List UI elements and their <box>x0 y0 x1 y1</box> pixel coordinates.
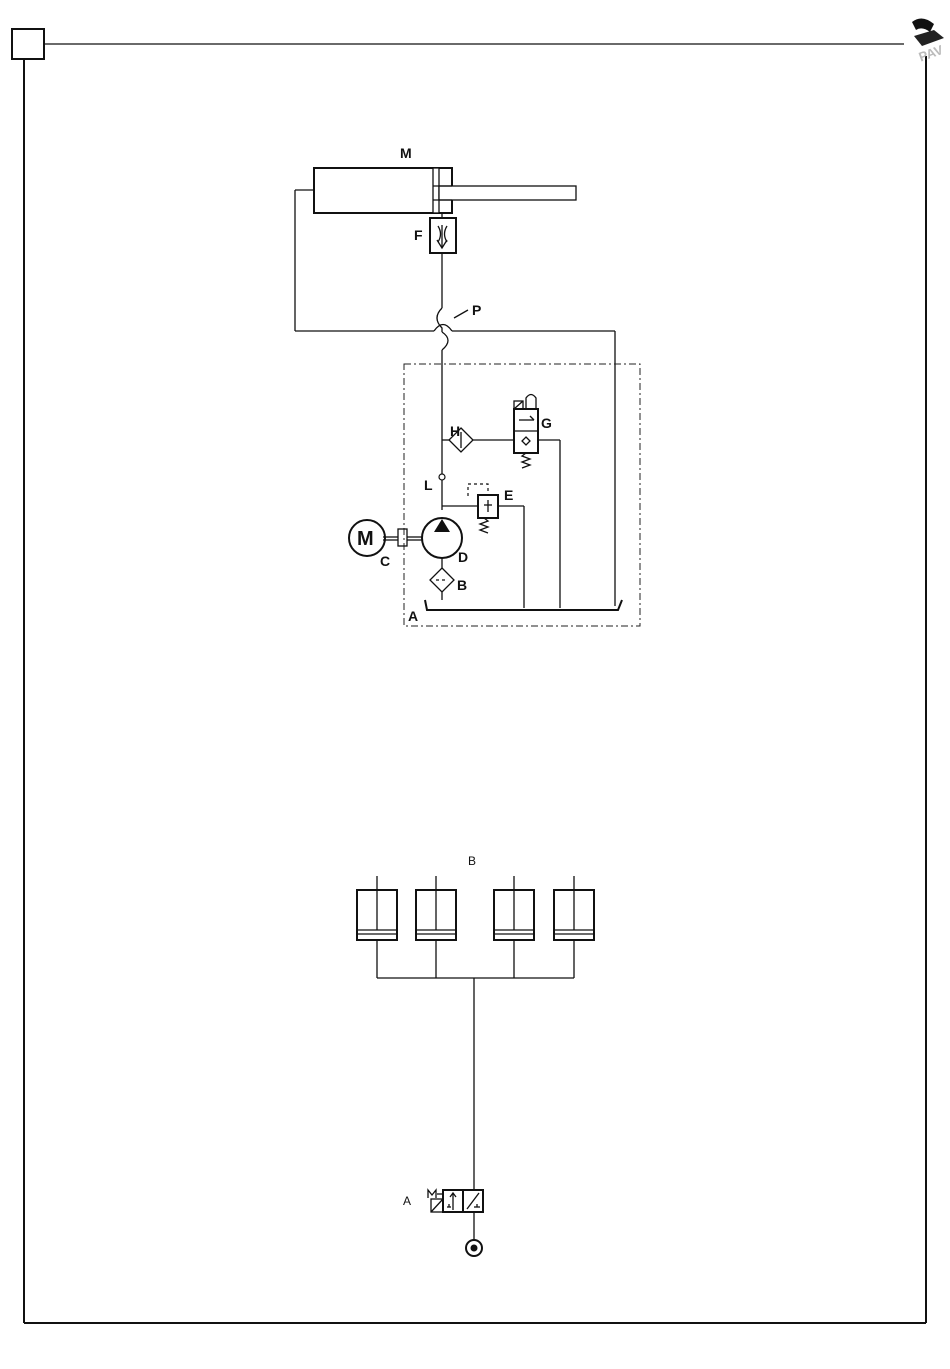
manual-valve-g: G <box>514 395 560 609</box>
label-a2: A <box>403 1194 411 1208</box>
label-p: P <box>472 302 481 318</box>
motor-c: M C <box>349 520 422 569</box>
logo-text: PAV <box>917 42 946 65</box>
filter-h: H <box>442 423 513 452</box>
label-a: A <box>408 608 418 624</box>
label-f: F <box>414 227 423 243</box>
cylinder-m: M <box>314 145 576 213</box>
label-e: E <box>504 487 513 503</box>
label-b: B <box>457 577 467 593</box>
label-b2: B <box>468 854 476 868</box>
cylinder-bank-diagram: B <box>357 854 594 1256</box>
label-c: C <box>380 553 390 569</box>
hydraulic-circuit-diagram: M F P A <box>295 145 640 626</box>
cylinder-1 <box>357 876 397 978</box>
relief-valve-e: E <box>442 484 524 608</box>
brand-logo: PAV <box>912 18 945 64</box>
label-d: D <box>458 549 468 565</box>
cylinder-2 <box>416 876 456 978</box>
label-g: G <box>541 415 552 431</box>
label-m: M <box>400 145 412 161</box>
label-h: H <box>450 423 460 439</box>
cylinder-4 <box>554 876 594 978</box>
label-l: L <box>424 477 433 493</box>
pump-d: D <box>422 518 468 565</box>
power-unit-enclosure <box>404 364 640 626</box>
flow-valve-f: F <box>414 213 456 253</box>
motor-symbol: M <box>357 528 374 550</box>
directional-valve-a: A <box>403 1190 483 1256</box>
page-frame <box>12 29 926 1323</box>
cylinder-3 <box>494 876 534 978</box>
